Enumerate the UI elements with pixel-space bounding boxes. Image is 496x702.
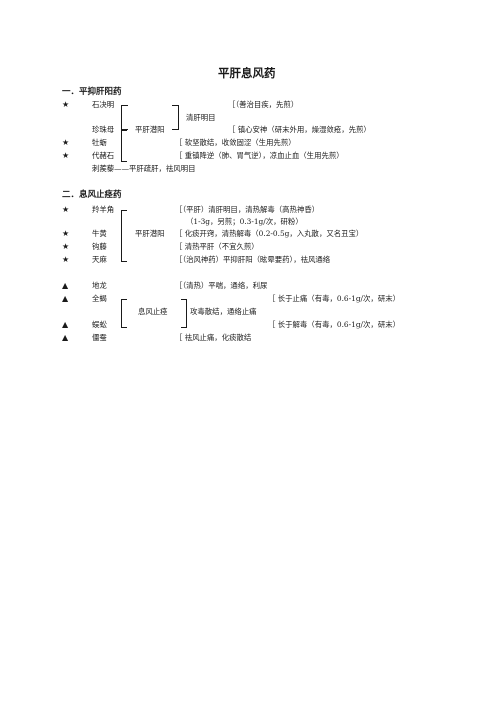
note-muli: ［ 软坚散结，收敛固涩（生用先煎） (175, 138, 296, 147)
triangle-marker: ▲ (62, 294, 69, 303)
note-daizheshi: ［ 重镇降逆（肺、胃气逆），凉血止血（生用先煎） (175, 151, 344, 160)
star-marker: ★ (62, 151, 70, 160)
triangle-marker: ▲ (62, 333, 69, 342)
herb-quanxie: 全蝎 (92, 294, 107, 303)
note-tianma: ［（治风神药）平抑肝阳（眩晕要药），祛风通络 (175, 255, 331, 264)
bracket-left (121, 130, 127, 162)
herb-gouteng: 钩藤 (92, 242, 107, 251)
herb-zhenzhumu: 珍珠母 (92, 125, 115, 134)
section-heading-2: 二．息风止痉药 (62, 190, 122, 200)
bracket-right (181, 299, 187, 328)
note-dilong: ［（清热）平喘，通络，利尿 (175, 281, 268, 290)
note-quanxie: ［ 长于止痛（有毒，0.6-1g/次，研末） (268, 294, 400, 303)
note-shijueming: ［（善治目疾，先煎） (228, 100, 299, 109)
star-marker: ★ (62, 242, 70, 251)
herb-wugong: 蜈蚣 (92, 320, 107, 329)
herb-tianma: 天麻 (92, 255, 107, 264)
star-marker: ★ (62, 100, 70, 109)
note-wugong: ［ 长于解毒（有毒，0.6-1g/次，研末） (268, 320, 400, 329)
herb-dilong: 地龙 (92, 281, 107, 290)
triangle-marker: ▲ (62, 320, 69, 329)
note-pinggan-qianyang: 平肝潜阳 (135, 229, 165, 238)
note-jiangcan: ［ 祛风止痛，化痰散结 (175, 333, 252, 342)
note-lingyangjiao-dose: （1-3g，另煎；0.3-1g/次，研粉） (186, 217, 303, 226)
note-niuhuang: ［ 化痰开窍，清热解毒（0.2-0.5g，入丸散，又名丑宝） (175, 229, 364, 238)
triangle-marker: ▲ (62, 281, 69, 290)
note-lingyangjiao: ［（平肝）清肝明目，清热解毒（高热神昏） (175, 205, 320, 214)
section-heading-1: 一．平抑肝阳药 (62, 87, 122, 97)
note-xifeng-zhijing: 息风止痉 (138, 307, 168, 316)
note-gongdu-sanjie: 攻毒散结，通络止痛 (190, 307, 257, 316)
star-marker: ★ (62, 138, 70, 147)
note-pinggan-qianyang: 平肝潜阳 (135, 125, 165, 134)
herb-daizheshi: 代赭石 (92, 151, 115, 160)
star-marker: ★ (62, 255, 70, 264)
star-marker: ★ (62, 205, 70, 214)
star-marker: ★ (62, 229, 70, 238)
bracket-right (172, 105, 179, 130)
note-qinggan-mingmu: 清肝明目 (186, 113, 216, 122)
herb-niuhuang: 牛黄 (92, 229, 107, 238)
herb-jiangcan: 僵蚕 (92, 333, 107, 342)
note-zhenzhumu: ［ 镇心安神（研末外用，燥湿敛疮，先煎） (228, 125, 371, 134)
herb-cijili: 刺蒺藜——平肝疏肝，祛风明目 (92, 164, 196, 173)
page-title: 平肝息风药 (218, 66, 276, 80)
bracket-left (121, 299, 127, 328)
bracket-left (121, 105, 128, 130)
herb-shijueming: 石决明 (92, 100, 115, 109)
herb-lingyangjiao: 羚羊角 (92, 205, 115, 214)
bracket-left (121, 210, 127, 262)
herb-muli: 牡蛎 (92, 138, 107, 147)
note-gouteng: ［ 清热平肝（不宜久煎） (175, 242, 259, 251)
